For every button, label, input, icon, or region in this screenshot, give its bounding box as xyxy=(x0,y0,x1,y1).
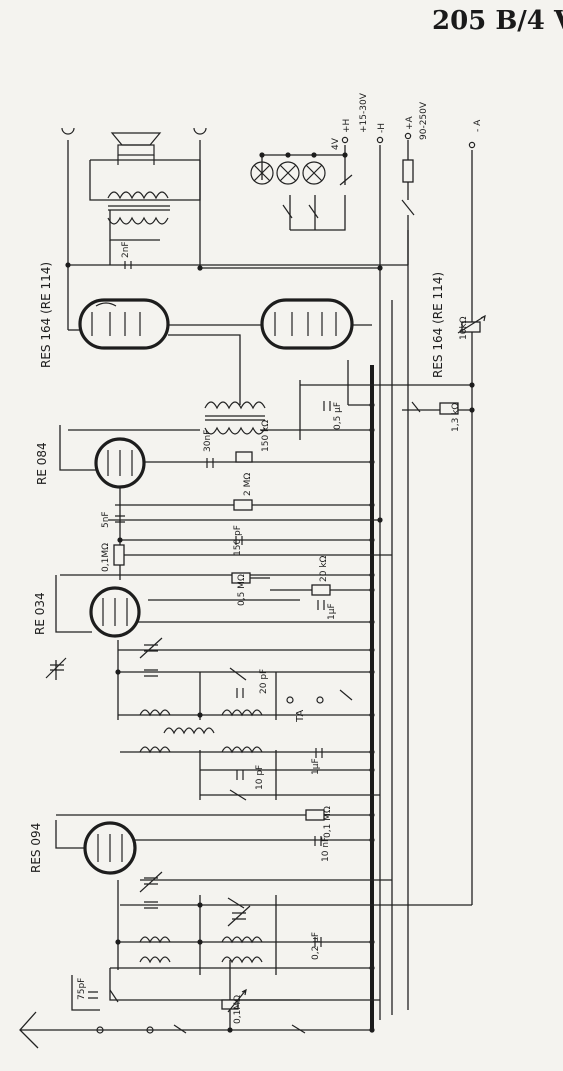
label-c-75pf: 75pF xyxy=(77,978,87,1000)
fuse xyxy=(402,159,414,183)
label-c-02uf: 0,2 μF xyxy=(311,932,321,960)
tube-label-res164-left: RES 164 (RE 114) xyxy=(39,262,53,368)
rf-coils xyxy=(139,709,263,964)
label-r-01m-c: 0,1MΩ xyxy=(233,995,243,1024)
label-c-20pf: 20 pF xyxy=(259,669,269,694)
wiring xyxy=(55,140,473,1031)
output-transformer xyxy=(107,191,170,225)
terminals xyxy=(96,132,476,1034)
label-r-13k: 1,3 kΩ xyxy=(451,403,461,432)
resistors xyxy=(113,314,486,1013)
supply-label-minus-a: - A xyxy=(473,119,483,132)
label-r-01m-b: 0,1 MΩ xyxy=(323,806,333,838)
label-c-1uf-b: 1μF xyxy=(311,758,321,775)
label-c-5nf: 5nF xyxy=(101,511,111,528)
tube-res164-left xyxy=(78,298,170,350)
label-r-150k: 150 kΩ xyxy=(261,420,271,452)
pilot-lamps xyxy=(250,161,326,185)
label-c-05uf: 0,5 μF xyxy=(333,402,343,430)
antenna-input xyxy=(19,1011,60,1049)
supply-label-minus-h: -H xyxy=(377,123,387,133)
label-r-05m: 0,5 MΩ xyxy=(237,574,247,606)
label-ta: TA xyxy=(295,710,306,723)
tube-re084 xyxy=(94,437,146,489)
tube-label-re084: RE 084 xyxy=(35,442,49,485)
lamp-icon xyxy=(302,161,326,185)
label-c-2nf: 2nF xyxy=(121,241,131,258)
tuning-capacitors xyxy=(45,637,251,927)
label-c-10pf: 10 pF xyxy=(255,765,265,790)
tube-label-re034: RE 034 xyxy=(33,592,47,635)
switches xyxy=(109,174,421,1034)
label-c-1uf-a: 1μF xyxy=(327,603,337,620)
antenna-terminals xyxy=(61,127,207,135)
page-title: 205 B/4 V xyxy=(432,6,563,36)
label-c-150pf: 150 pF xyxy=(233,525,243,556)
supply-label-4v: 4V xyxy=(331,137,341,150)
loudspeaker-symbol xyxy=(110,132,162,165)
tube-res094 xyxy=(83,821,137,875)
tube-re034 xyxy=(89,586,141,638)
tube-res164-right xyxy=(260,298,354,350)
labels: RES 164 (RE 114) RES 164 (RE 114) RE 084… xyxy=(29,92,483,1024)
label-r-20k: 20 kΩ xyxy=(319,555,329,582)
label-c-10nf: 10 nF xyxy=(321,837,331,862)
supply-label-plus-h: +H xyxy=(342,119,352,133)
lamp-icon xyxy=(250,161,274,185)
label-r-10k: 10kΩ xyxy=(459,316,469,340)
lamp-icon xyxy=(276,161,300,185)
supply-label-plus-a: +A xyxy=(405,115,415,130)
label-c-30nf: 30nF xyxy=(203,430,213,452)
capacitors xyxy=(88,261,331,999)
supply-label-15-30v: +15-30V xyxy=(359,92,369,133)
label-r-2m: 2 MΩ xyxy=(243,473,253,496)
interstage-transformer xyxy=(204,401,266,435)
supply-label-90-250v: 90-250V xyxy=(419,101,429,140)
tube-label-res094: RES 094 xyxy=(29,823,43,873)
label-r-01m-a: 0,1MΩ xyxy=(101,543,111,572)
tube-label-res164-right: RES 164 (RE 114) xyxy=(431,272,445,378)
junctions xyxy=(65,152,475,1033)
